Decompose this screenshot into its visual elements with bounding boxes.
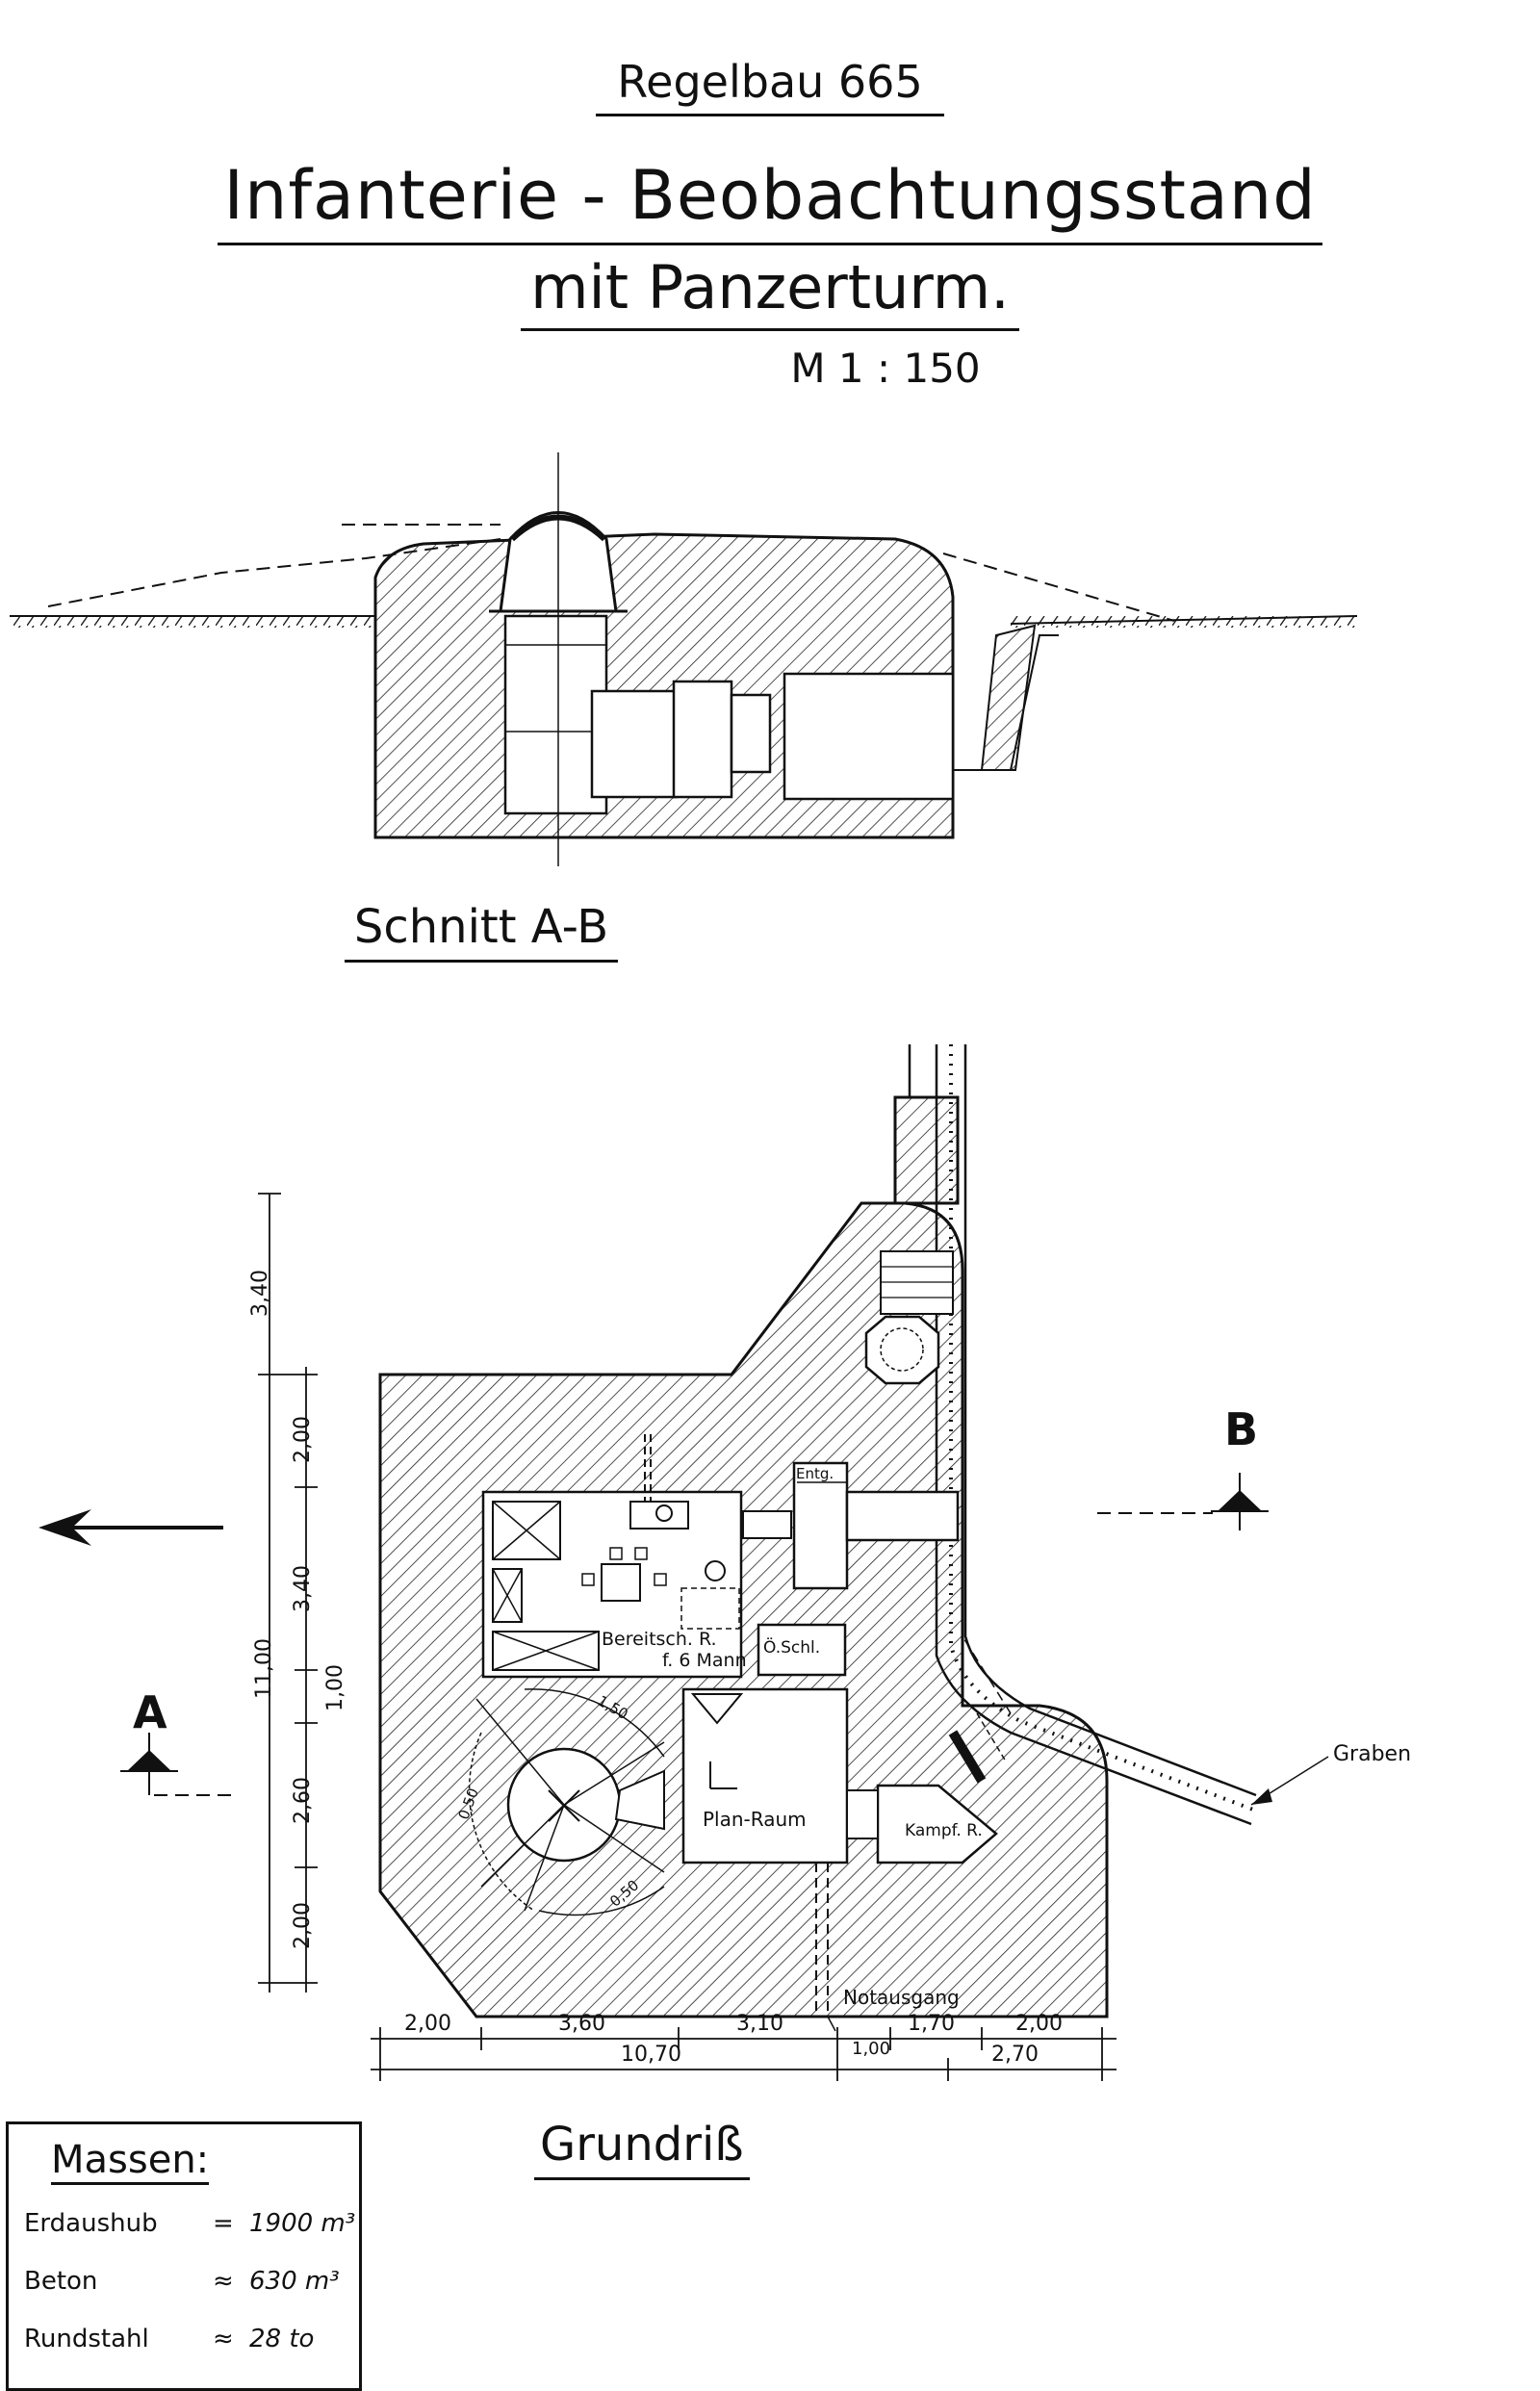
section-marker-b: [1097, 1473, 1269, 1530]
plan-title: Grundriß: [534, 2118, 750, 2180]
dim-bottom-2-00-left: 2,00: [404, 2012, 451, 2036]
dim-left-11-00: 11,00: [252, 1638, 276, 1699]
drawing-scale: M 1 : 150: [790, 345, 981, 392]
entgiftung: [792, 1461, 849, 1590]
marker-b-label: B: [1224, 1403, 1259, 1455]
observation-post: [864, 1315, 940, 1385]
room-label-oschl: Ö.Schl.: [763, 1638, 821, 1658]
dim-bottom-3-10: 3,10: [736, 2012, 783, 2036]
dim-bottom-3-60: 3,60: [558, 2012, 605, 2036]
quantity-value-erdaushub: 1900 m³: [249, 2209, 356, 2238]
dim-bottom-2-70: 2,70: [991, 2043, 1039, 2067]
turret-shaft: [503, 614, 608, 815]
room-label-kampf: Kampf. R.: [905, 1821, 983, 1840]
quantities-box: Massen: Erdaushub = 1900 m³ Beton ≈ 630 …: [6, 2121, 362, 2391]
quantity-label-erdaushub: Erdaushub: [24, 2209, 158, 2238]
quantity-label-rundstahl: Rundstahl: [24, 2325, 149, 2353]
room-label-plan-raum: Plan-Raum: [703, 1808, 807, 1831]
quantity-label-beton: Beton: [24, 2267, 98, 2296]
section-marker-a: [120, 1733, 231, 1796]
quantity-value-rundstahl: 28 to: [249, 2325, 315, 2353]
oel-schleuse: [757, 1623, 847, 1677]
dim-bottom-10-70: 10,70: [621, 2043, 681, 2067]
section-view: [10, 452, 1358, 866]
room-label-bereitsch-2: f. 6 Mann: [662, 1650, 747, 1671]
room-label-bereitsch: Bereitsch. R.: [602, 1629, 717, 1650]
plan-raum: [681, 1687, 849, 1864]
plan-view: [38, 1044, 1329, 2081]
rear-room: [783, 672, 955, 801]
ground-left: [10, 616, 375, 628]
drawing-subtitle: mit Panzerturm.: [0, 252, 1540, 331]
quantity-approx-erdaushub: =: [213, 2209, 234, 2238]
dim-bottom-2-00-right: 2,00: [1015, 2012, 1063, 2036]
dim-left-2-00: 2,00: [291, 1902, 315, 1949]
label-graben: Graben: [1333, 1742, 1412, 1766]
marker-a-label: A: [133, 1686, 167, 1738]
dim-bottom-1-70: 1,70: [908, 2012, 955, 2036]
dim-bottom-1-00: 1,00: [852, 2039, 891, 2059]
room-label-entg: Entg.: [796, 1465, 834, 1482]
quantities-title: Massen:: [51, 2138, 210, 2185]
quantity-approx-beton: ≈: [213, 2267, 234, 2296]
dim-left-2-60: 2,60: [291, 1777, 315, 1824]
quantity-approx-rundstahl: ≈: [213, 2325, 234, 2353]
entrance-passage: [845, 1490, 960, 1542]
drawing-type-title: Regelbau 665: [0, 56, 1540, 116]
room-label-notausgang: Notausgang: [843, 1986, 960, 2009]
drawing-main-title: Infanterie - Beobachtungsstand: [0, 156, 1540, 245]
kampfraum: [876, 1784, 998, 1864]
dim-left-3-40-top: 3,40: [248, 1270, 272, 1317]
section-title: Schnitt A-B: [0, 900, 962, 963]
quantity-value-beton: 630 m³: [249, 2267, 340, 2296]
dim-left-1-00: 1,00: [323, 1664, 347, 1711]
dim-left-2-00-top: 2,00: [291, 1416, 315, 1463]
dim-left-3-40: 3,40: [291, 1565, 315, 1612]
